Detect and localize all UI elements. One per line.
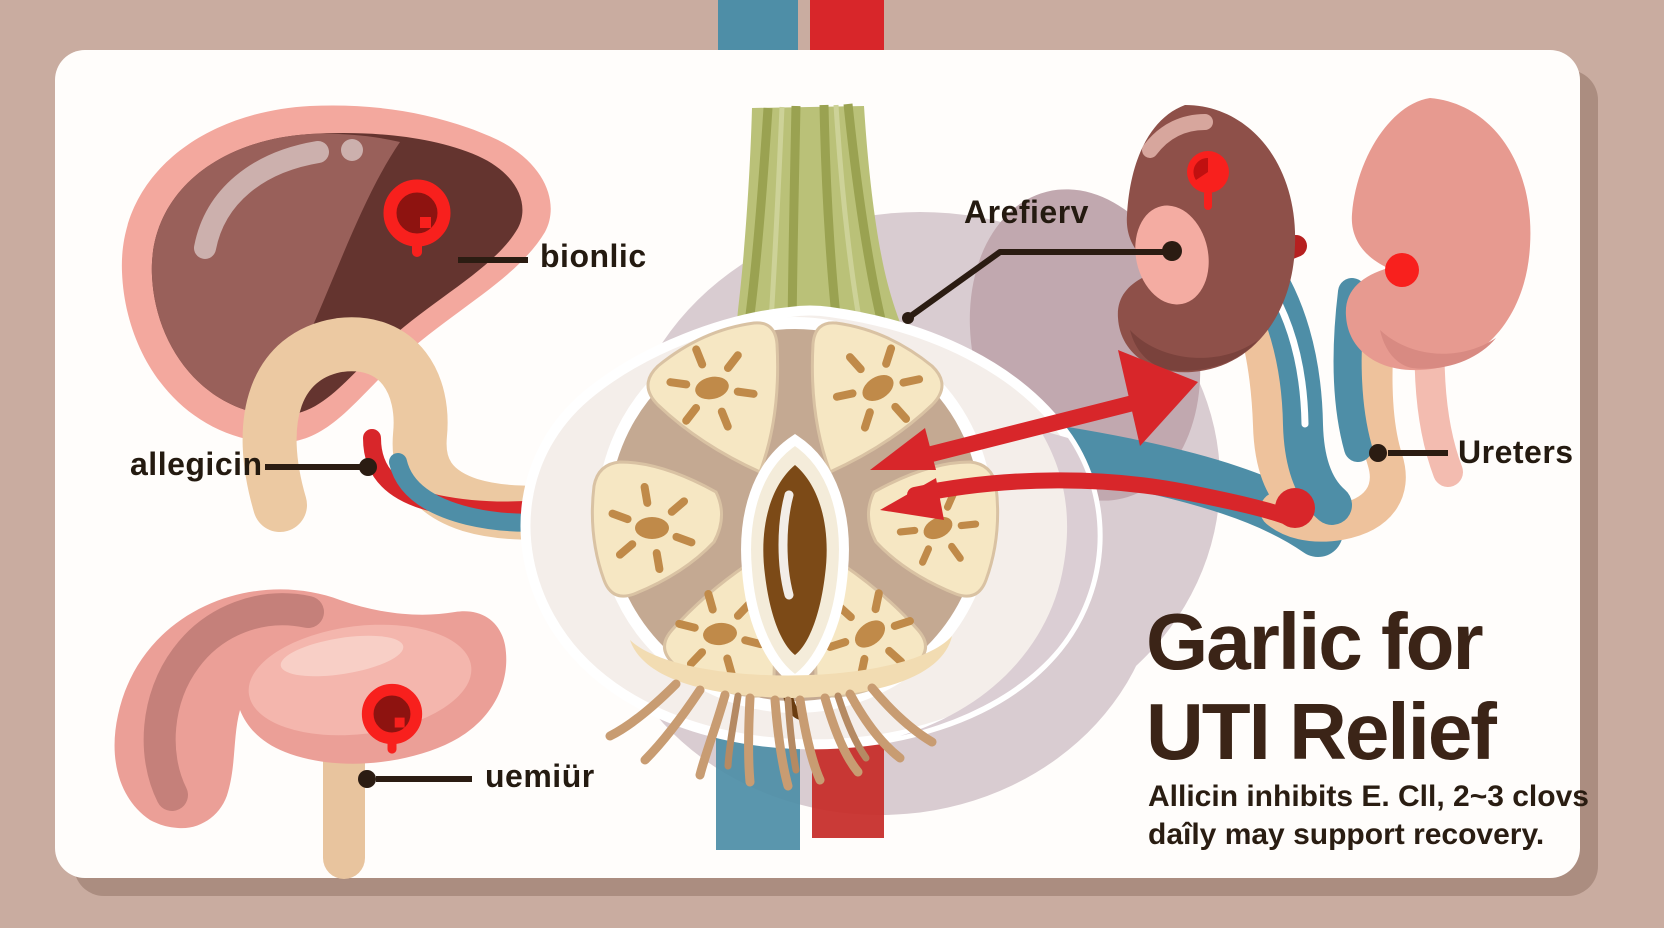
top-stripe-blue: [718, 0, 798, 54]
title-line2: UTI Relief: [1146, 687, 1497, 776]
kidney-left-infection-pin-icon: [1187, 151, 1229, 210]
kidney-right-infection-dot-icon: [1385, 253, 1419, 287]
allicin-flow-arrows: [870, 350, 1315, 528]
label-duodenum: allegicin: [130, 446, 263, 482]
liver-illustration: [121, 105, 551, 444]
label-stomach: uemiür: [485, 758, 595, 794]
garlic-roots: [605, 679, 937, 791]
subtitle-line2: daîly may support recovery.: [1148, 818, 1545, 851]
center-clove-seed: [763, 465, 827, 655]
arrow-tail-head-icon: [880, 478, 944, 520]
kidney-right: [1345, 98, 1531, 371]
label-kidney: Arefierv: [964, 194, 1089, 230]
top-stripe-red: [810, 0, 884, 52]
label-ureters: Ureters: [1458, 434, 1574, 470]
label-liver: bionlic: [540, 238, 647, 274]
title-line1: Garlic for: [1146, 597, 1484, 686]
arrow-tail-head-icon: [870, 428, 936, 470]
flow-end-dot-icon: [1275, 488, 1315, 528]
garlic-basal-plate: [630, 636, 952, 698]
garlic-illustration: [520, 103, 1103, 791]
label-connectors: [265, 241, 1448, 788]
subtitle-line1: Allicin inhibits E. Cll, 2~3 clovs: [1148, 780, 1589, 813]
arrow-head-icon: [1118, 350, 1198, 446]
stomach-illustration: [114, 589, 507, 879]
